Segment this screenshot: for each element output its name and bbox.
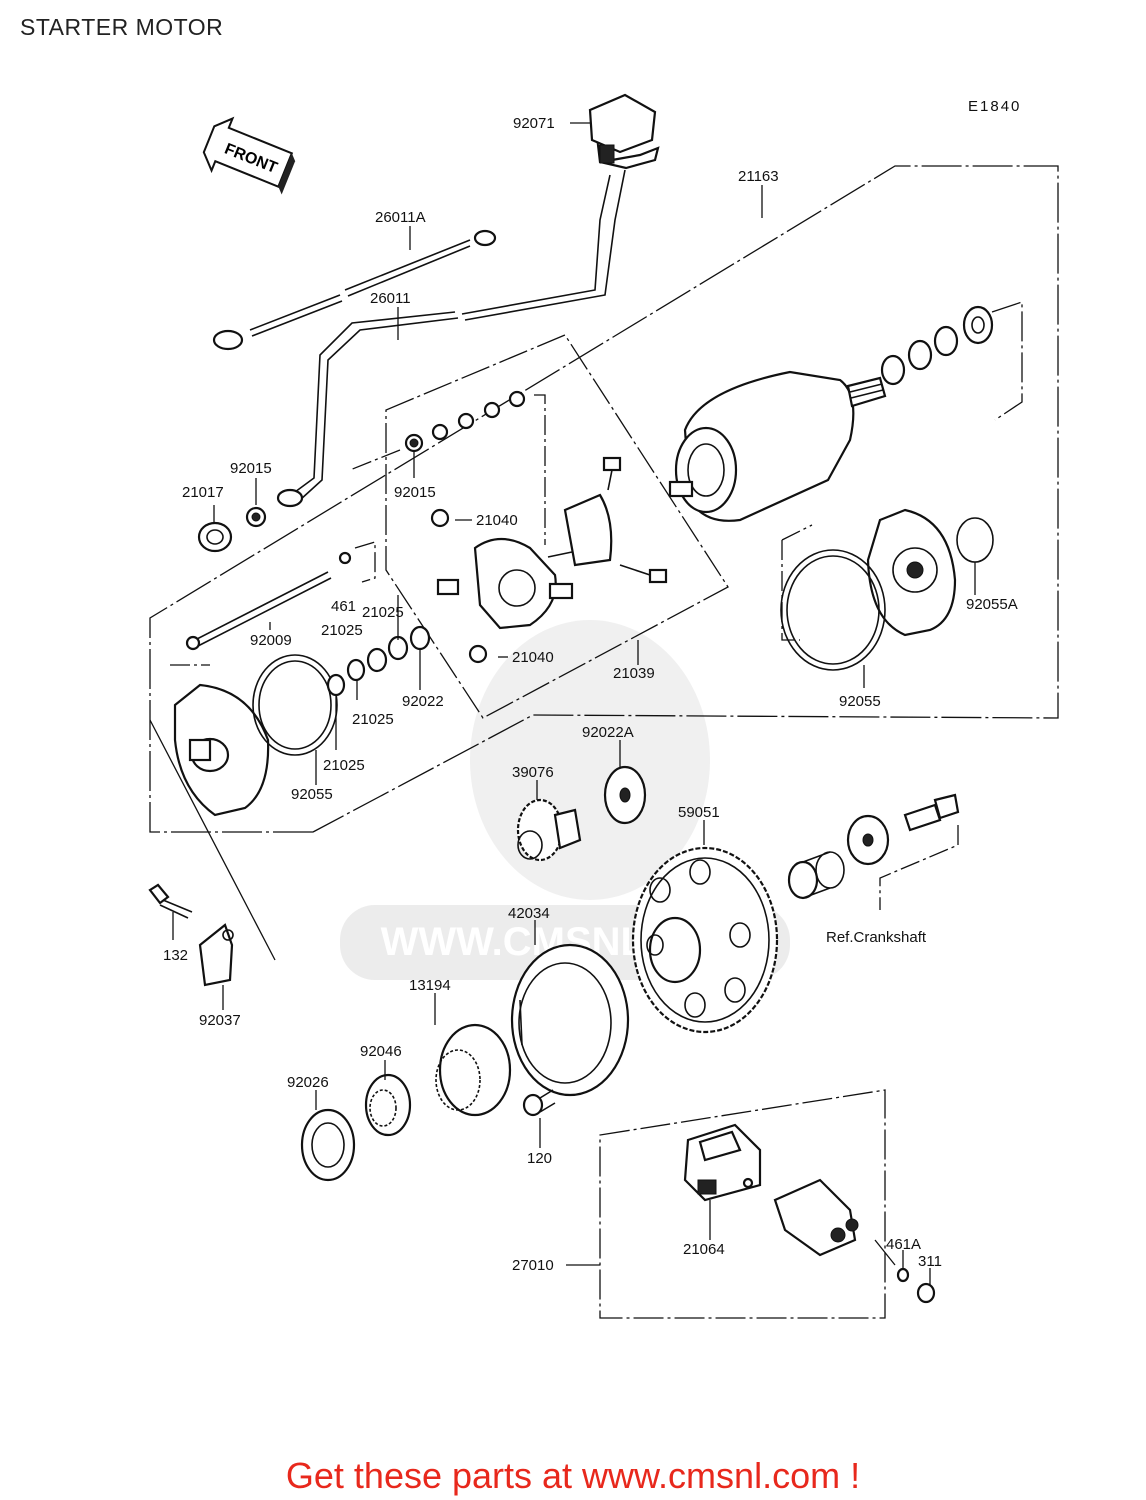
label-21039: 21039 xyxy=(613,665,655,682)
label-ref-crankshaft: Ref.Crankshaft xyxy=(826,929,927,946)
label-21025-d: 21025 xyxy=(323,757,365,774)
label-92037: 92037 xyxy=(199,1012,241,1029)
label-21025-a: 21025 xyxy=(362,604,404,621)
label-26011: 26011 xyxy=(370,290,411,307)
label-21017: 21017 xyxy=(182,484,224,501)
label-120: 120 xyxy=(527,1150,552,1167)
cable-26011-lower xyxy=(299,317,459,501)
label-311: 311 xyxy=(918,1253,942,1270)
solenoid-27010 xyxy=(773,1178,936,1304)
label-92022A: 92022A xyxy=(582,724,634,741)
label-59051: 59051 xyxy=(678,804,720,821)
label-132: 132 xyxy=(163,947,188,964)
label-26011A: 26011A xyxy=(375,209,426,226)
label-21025-b: 21025 xyxy=(321,622,363,639)
label-21040-lower: 21040 xyxy=(512,649,554,666)
cable-terminal-26011 xyxy=(276,488,304,508)
footer-link[interactable]: Get these parts at www.cmsnl.com ! xyxy=(285,1455,861,1496)
label-92015-left: 92015 xyxy=(230,460,272,477)
label-21040-upper: 21040 xyxy=(476,512,518,529)
end-cover-right xyxy=(780,508,994,671)
brush-holder-21039 xyxy=(430,456,668,664)
terminal-washers xyxy=(349,390,546,545)
label-13194: 13194 xyxy=(409,977,451,994)
part-labels: 92071 21163 26011A 26011 92015 21017 920… xyxy=(163,115,1018,1274)
page-title: STARTER MOTOR xyxy=(20,14,224,40)
starter-motor-21163 xyxy=(668,370,887,522)
label-461: 461 xyxy=(331,598,356,615)
washer-92026 xyxy=(300,1108,356,1182)
label-92055-right: 92055 xyxy=(839,693,881,710)
assembly-outline-27010 xyxy=(599,1089,886,1319)
bolt-132-clamp-92037 xyxy=(148,719,276,987)
leader-lines xyxy=(172,122,976,1285)
starter-gear-59051 xyxy=(631,846,779,1034)
label-92022: 92022 xyxy=(402,693,444,710)
label-92055-left: 92055 xyxy=(291,786,333,803)
label-92009: 92009 xyxy=(250,632,292,649)
assembly-outline-21039 xyxy=(385,334,729,719)
through-bolt-92009 xyxy=(185,541,376,651)
label-21064: 21064 xyxy=(683,1241,725,1258)
label-92026: 92026 xyxy=(287,1074,329,1091)
assembly-outline-21163 xyxy=(149,165,1059,833)
clutch-housing-42034 xyxy=(510,943,630,1097)
nut-21017 xyxy=(197,506,267,553)
label-27010: 27010 xyxy=(512,1257,554,1274)
terminal-cap-92071 xyxy=(588,93,660,170)
label-461A: 461A xyxy=(886,1236,921,1253)
label-92015-mid: 92015 xyxy=(394,484,436,501)
label-21025-c: 21025 xyxy=(352,711,394,728)
cable-26011-upper xyxy=(464,169,626,321)
label-21163: 21163 xyxy=(738,168,779,185)
cable-26011A xyxy=(212,229,497,351)
shaft-shims xyxy=(880,301,1023,421)
needle-bearing-92046 xyxy=(364,1073,412,1137)
idler-gear-39076 xyxy=(516,798,582,862)
diagram-code: E1840 xyxy=(968,98,1021,115)
one-way-clutch-13194 xyxy=(435,1023,512,1117)
front-arrow-icon: FRONT xyxy=(202,116,296,195)
label-39076: 39076 xyxy=(512,764,554,781)
label-92055A: 92055A xyxy=(966,596,1018,613)
starter-relay-21064 xyxy=(683,1123,762,1202)
crankshaft-parts xyxy=(787,793,960,910)
label-92071: 92071 xyxy=(513,115,555,132)
label-92046: 92046 xyxy=(360,1043,402,1060)
label-42034: 42034 xyxy=(508,905,550,922)
end-cover-left xyxy=(170,654,338,817)
washer-92022A xyxy=(603,765,647,825)
bolt-120 xyxy=(522,1089,556,1117)
